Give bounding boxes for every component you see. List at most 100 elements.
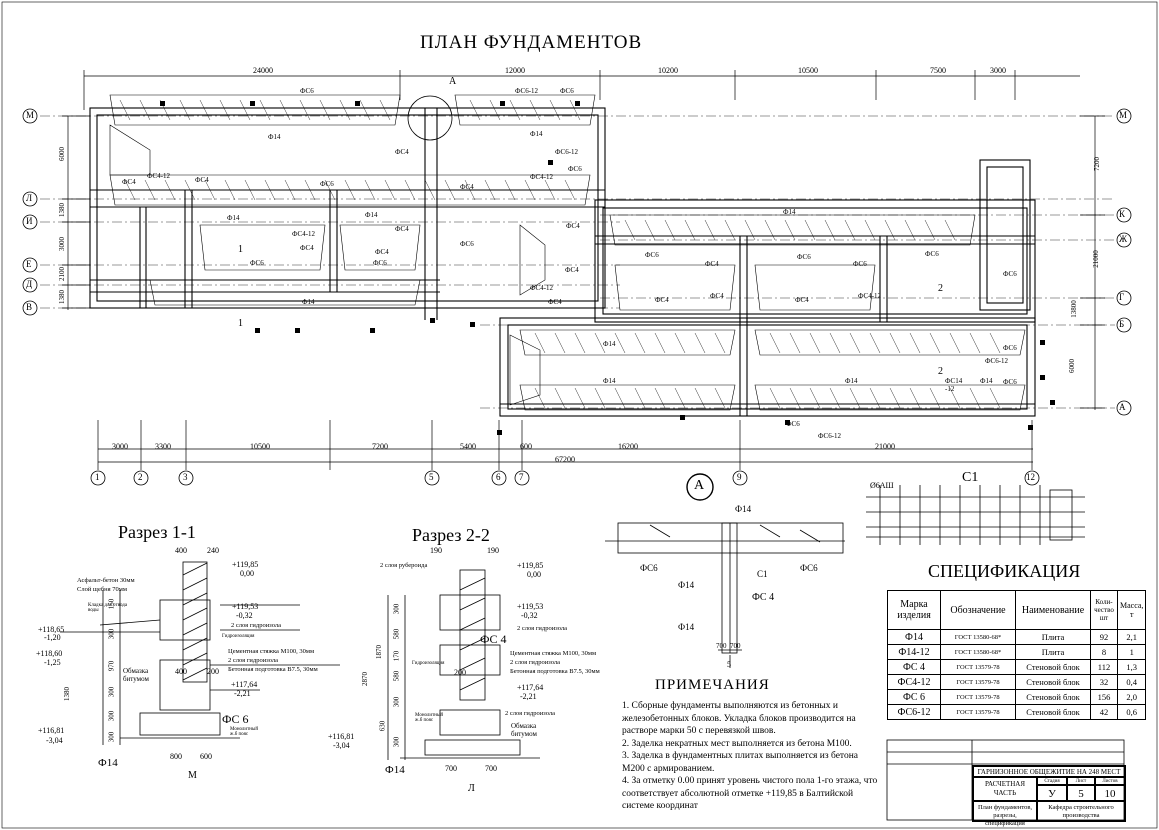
spec-cell: Ф14-12 xyxy=(887,644,941,660)
cut11-note: Монолитный ж.б пояс xyxy=(230,727,258,737)
plan-label: ФС4 xyxy=(705,260,719,268)
axis-lines xyxy=(40,115,1115,409)
spec-row: Ф14 ГОСТ 13580-68* Плита 92 2,1 xyxy=(887,629,1147,645)
cut11-vdim: 1380 xyxy=(63,687,71,701)
plan-label: ФС14 -12 xyxy=(945,377,963,393)
section-a-circle-label: А xyxy=(694,478,705,493)
cut11-dim: 600 xyxy=(200,752,212,761)
spec-cell: 1 xyxy=(1116,644,1147,660)
axis-G-right: Г xyxy=(1119,292,1125,302)
plan-label: ФС6-12 xyxy=(818,432,842,440)
dim-bottom-4: 7200 xyxy=(372,442,388,451)
dim-right-1: 7200 xyxy=(1093,157,1101,171)
block-markers xyxy=(160,101,1055,435)
c1-mesh xyxy=(866,485,1085,545)
axis-I-left: И xyxy=(26,216,33,226)
plan-label: ФС4 xyxy=(375,248,389,256)
plan-label: ФС4-12 xyxy=(530,284,554,292)
axis-3: 3 xyxy=(183,472,188,482)
plan-label: ФС6 xyxy=(786,420,800,428)
cut11-elev: -2,21 xyxy=(234,689,251,698)
axis-12: 12 xyxy=(1026,472,1035,482)
plan-label: ФС4-12 xyxy=(530,173,554,181)
dim-right-3: 13800 xyxy=(1069,300,1078,318)
spec-row: ФС4-12 ГОСТ 13579-78 Стеновой блок 32 0,… xyxy=(887,674,1147,690)
cut11-elev: +117,64 xyxy=(231,680,258,689)
dim-right-4: 6000 xyxy=(1068,359,1076,373)
spec-row: ФС6-12 ГОСТ 13579-78 Стеновой блок 42 0,… xyxy=(887,704,1147,720)
cut-mark-2a: 2 xyxy=(938,283,943,294)
cut22-mark: Ф14 xyxy=(385,764,405,776)
cut11-dim: 400 xyxy=(175,546,187,555)
axis-M-left: М xyxy=(26,110,35,120)
plate-hatching xyxy=(119,99,1001,409)
spec-cell: ГОСТ 13579-78 xyxy=(940,674,1016,690)
cut11-vdim: 300 xyxy=(107,686,116,698)
tb-stage: У xyxy=(1037,785,1067,801)
dim-top-1: 24000 xyxy=(253,66,273,75)
spec-title: СПЕЦИФИКАЦИЯ xyxy=(928,561,1081,581)
spec-cell: ФС4-12 xyxy=(887,674,941,690)
cut-mark-1b: 1 xyxy=(238,318,243,329)
section-a-label: ФС6 xyxy=(640,563,658,573)
tb-part: РАСЧЕТНАЯ ЧАСТЬ xyxy=(973,777,1037,801)
dim-left-1: 6000 xyxy=(58,147,66,161)
spec-cell: ФС 6 xyxy=(887,689,941,705)
cut22-vdim: 300 xyxy=(392,696,401,708)
section-a-dim: 700 xyxy=(716,642,727,650)
note-item: 4. За отметку 0.00 принят уровень чистог… xyxy=(622,776,878,812)
cut22-note: Бетонная подготовка В7.5, 30мм xyxy=(510,668,600,675)
cut-mark-1a: 1 xyxy=(238,244,243,255)
c1-title: С1 xyxy=(962,470,979,485)
cut22-dim: 700 xyxy=(445,764,457,773)
dim-bottom-2: 3300 xyxy=(155,442,171,451)
cut11-elev: -1,20 xyxy=(44,633,61,642)
dim-left-2: 1380 xyxy=(58,203,66,217)
dim-top-4: 10500 xyxy=(798,66,818,75)
axis-M-right: М xyxy=(1119,110,1128,120)
notes-list: 1. Сборные фундаменты выполняются из бет… xyxy=(622,700,882,813)
plan-label: ФС6 xyxy=(373,259,387,267)
dim-top-2: 12000 xyxy=(505,66,525,75)
spec-cell: 2,0 xyxy=(1116,689,1147,705)
plan-label: ФС6 xyxy=(300,87,314,95)
cut22-dim: 200 xyxy=(454,668,466,677)
spec-cell: Плита xyxy=(1015,644,1091,660)
spec-cell: 1,3 xyxy=(1116,659,1147,675)
axis-B-right: Б xyxy=(1119,319,1125,329)
dim-left-4: 2100 xyxy=(58,267,66,281)
spec-cell: 8 xyxy=(1090,644,1118,660)
cut22-title: Разрез 2-2 xyxy=(412,525,490,545)
cut11-vdim: 300 xyxy=(107,731,116,743)
tb-sheets: 10 xyxy=(1095,785,1125,801)
plan-label: ФС4-12 xyxy=(858,292,882,300)
plan-label: ФС6 xyxy=(1003,378,1017,386)
tb-content: План фундаментов, разрезы, спецификация xyxy=(973,801,1037,827)
note-item: 3. Заделка в фундаментных плитах выполня… xyxy=(622,751,858,774)
cut11-elev: 0,00 xyxy=(240,569,254,578)
dim-bottom-8: 21000 xyxy=(875,442,895,451)
plan-label: ФС6 xyxy=(250,259,264,267)
foundation-plates xyxy=(109,94,1026,411)
cut11-elev: +119,53 xyxy=(232,602,259,611)
cut22-vdim: 300 xyxy=(392,736,401,748)
axis-E-left: Е xyxy=(26,259,32,269)
cut11-vdim: 970 xyxy=(107,660,116,672)
cut22-dim: 190 xyxy=(487,546,499,555)
plan-label: ФС6 xyxy=(1003,344,1017,352)
tb-sheets-h: Листов xyxy=(1095,777,1125,785)
plan-label: ФС4 xyxy=(565,266,579,274)
plan-label: ФС4-12 xyxy=(292,230,316,238)
spec-row: Ф14-12 ГОСТ 13580-68* Плита 8 1 xyxy=(887,644,1147,660)
cut22-elev: +117,64 xyxy=(517,683,544,692)
cut22-mark: ФС 4 xyxy=(480,632,507,646)
dim-bottom-5: 5400 xyxy=(460,442,476,451)
spec-header: Обозначение xyxy=(940,590,1016,630)
spec-header: Коли-чество шт xyxy=(1090,590,1118,630)
dim-bottom-1: 3000 xyxy=(112,442,128,451)
plan-label: ФС6-12 xyxy=(555,148,579,156)
plan-label: ФС4 xyxy=(566,222,580,230)
plan-label: ФС6 xyxy=(320,180,334,188)
c1-bar: Ø6АШ xyxy=(870,481,894,490)
